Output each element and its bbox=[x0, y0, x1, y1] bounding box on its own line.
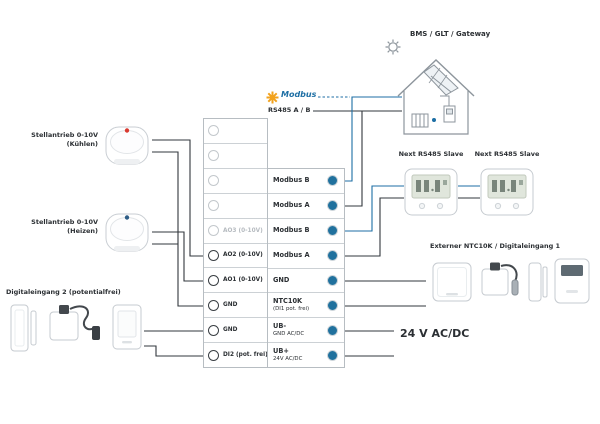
terminal-label-wrap: UB- GND AC/DC bbox=[273, 323, 304, 337]
controller-right-terminal-block: Modbus B Modbus A Modbus B Modbus A bbox=[267, 168, 345, 368]
terminal-row-empty-2 bbox=[204, 142, 267, 168]
terminal-label: GND bbox=[223, 302, 238, 309]
terminal-label-wrap: Modbus B bbox=[273, 225, 310, 235]
door-contact-small-icon bbox=[528, 262, 548, 302]
cable-sensor-icon bbox=[48, 300, 104, 350]
terminal-point bbox=[208, 125, 219, 137]
terminal-row-modbus-b-1: Modbus B bbox=[268, 169, 344, 193]
terminal-row-ntc10k: NTC10K (DI1 pot. frei) bbox=[268, 292, 344, 317]
bms-building-icon bbox=[382, 34, 482, 140]
terminal-label-wrap: Modbus A bbox=[273, 250, 310, 260]
controller-left-terminal-block: AO3 (0-10V) AO2 (0-10V) AO1 (0-10V) GND … bbox=[203, 118, 268, 368]
terminal-label: Modbus B bbox=[273, 176, 310, 185]
terminal-label-wrap: Modbus A bbox=[273, 201, 310, 210]
digital-input-2-label: Digitaleingang 2 (potentialfrei) bbox=[6, 288, 121, 296]
terminal-row-ao1: AO1 (0-10V) bbox=[204, 267, 267, 292]
modbus-star-icon bbox=[266, 91, 279, 104]
terminal-point bbox=[327, 250, 338, 262]
terminal-label: Modbus A bbox=[273, 250, 310, 259]
wall-switch-icon bbox=[112, 304, 142, 350]
terminal-label: UB- bbox=[273, 322, 287, 331]
door-contact-icon bbox=[10, 304, 38, 352]
terminal-label: NTC10K bbox=[273, 297, 303, 306]
terminal-point bbox=[208, 324, 219, 336]
terminal-point bbox=[208, 200, 219, 212]
terminal-row-empty-4 bbox=[204, 192, 267, 218]
terminal-label-wrap: Modbus B bbox=[273, 177, 309, 185]
actuator-heat-label-line2: (Heizen) bbox=[67, 226, 98, 235]
terminal-row-modbus-a-1: Modbus A bbox=[268, 192, 344, 218]
terminal-label: AO2 (0-10V) bbox=[223, 252, 263, 259]
external-ntc10k-label: Externer NTC10K / Digitaleingang 1 bbox=[430, 242, 561, 250]
terminal-row-ub-minus: UB- GND AC/DC bbox=[268, 317, 344, 342]
bms-gateway-label: BMS / GLT / Gateway bbox=[410, 30, 491, 38]
actuator-heat-label-line1: Stellantrieb 0-10V bbox=[31, 218, 98, 226]
terminal-point bbox=[327, 175, 338, 187]
terminal-row-empty-1 bbox=[204, 119, 267, 143]
terminal-row-di2: DI2 (pot. frei) bbox=[204, 342, 268, 367]
terminal-row-gnd-1: GND bbox=[204, 292, 267, 317]
terminal-row-ao2: AO2 (0-10V) bbox=[204, 242, 267, 268]
terminal-point bbox=[208, 349, 219, 361]
terminal-point bbox=[208, 150, 219, 162]
terminal-label-wrap: NTC10K (DI1 pot. frei) bbox=[273, 298, 309, 312]
terminal-row-modbus-b-2: Modbus B bbox=[268, 217, 344, 243]
terminal-label: Modbus B bbox=[273, 225, 310, 234]
power-supply-label: 24 V AC/DC bbox=[400, 327, 470, 340]
actuator-cool-icon bbox=[103, 121, 151, 169]
terminal-point bbox=[208, 274, 219, 286]
terminal-label: DI2 (pot. frei) bbox=[223, 352, 268, 359]
terminal-label: Modbus A bbox=[273, 201, 310, 210]
terminal-point bbox=[327, 349, 338, 361]
terminal-label: AO3 (0-10V) bbox=[223, 227, 263, 234]
actuator-heat-label: Stellantrieb 0-10V (Heizen) bbox=[6, 218, 98, 236]
terminal-point bbox=[327, 299, 338, 311]
terminal-point bbox=[327, 200, 338, 212]
rs485-label: RS485 A / B bbox=[268, 106, 311, 114]
actuator-cool-label-line2: (Kühlen) bbox=[66, 139, 98, 148]
terminal-row-gnd-right: GND bbox=[268, 267, 344, 293]
terminal-row-gnd-2: GND bbox=[204, 317, 267, 342]
terminal-point bbox=[327, 225, 338, 237]
modbus-logo-label: Modbus bbox=[281, 90, 317, 99]
terminal-row-empty-3 bbox=[204, 167, 267, 193]
actuator-cool-label-line1: Stellantrieb 0-10V bbox=[31, 131, 98, 139]
terminal-point bbox=[208, 225, 219, 237]
terminal-label: AO1 (0-10V) bbox=[223, 277, 263, 284]
terminal-point bbox=[208, 299, 219, 311]
terminal-point bbox=[327, 274, 338, 286]
terminal-label-wrap: GND bbox=[273, 275, 290, 285]
terminal-point bbox=[327, 324, 338, 336]
terminal-sublabel: 24V AC/DC bbox=[273, 355, 303, 362]
actuator-heat-icon bbox=[103, 208, 151, 256]
terminal-row-modbus-a-2: Modbus A bbox=[268, 242, 344, 268]
rs485-slave-1-thermostat-icon bbox=[404, 168, 458, 216]
rs485-slave-2-thermostat-icon bbox=[480, 168, 534, 216]
actuator-cool-label: Stellantrieb 0-10V (Kühlen) bbox=[6, 131, 98, 149]
rs485-slave-1-label: Next RS485 Slave bbox=[398, 150, 464, 158]
room-thermostat-icon bbox=[554, 258, 590, 304]
terminal-label: GND bbox=[273, 275, 290, 284]
terminal-label: GND bbox=[223, 327, 238, 334]
rs485-slave-2-label: Next RS485 Slave bbox=[474, 150, 540, 158]
terminal-label: UB+ bbox=[273, 347, 289, 356]
terminal-point bbox=[208, 175, 219, 187]
terminal-row-ub-plus: UB+ 24V AC/DC bbox=[268, 342, 344, 367]
terminal-row-ao3: AO3 (0-10V) bbox=[204, 217, 267, 243]
terminal-sublabel: GND AC/DC bbox=[273, 330, 305, 337]
strap-on-sensor-icon bbox=[480, 260, 526, 304]
terminal-label-wrap: UB+ 24V AC/DC bbox=[273, 348, 302, 362]
terminal-sublabel: (DI1 pot. frei) bbox=[273, 306, 310, 312]
room-sensor-icon bbox=[432, 262, 472, 302]
terminal-point bbox=[208, 249, 219, 261]
